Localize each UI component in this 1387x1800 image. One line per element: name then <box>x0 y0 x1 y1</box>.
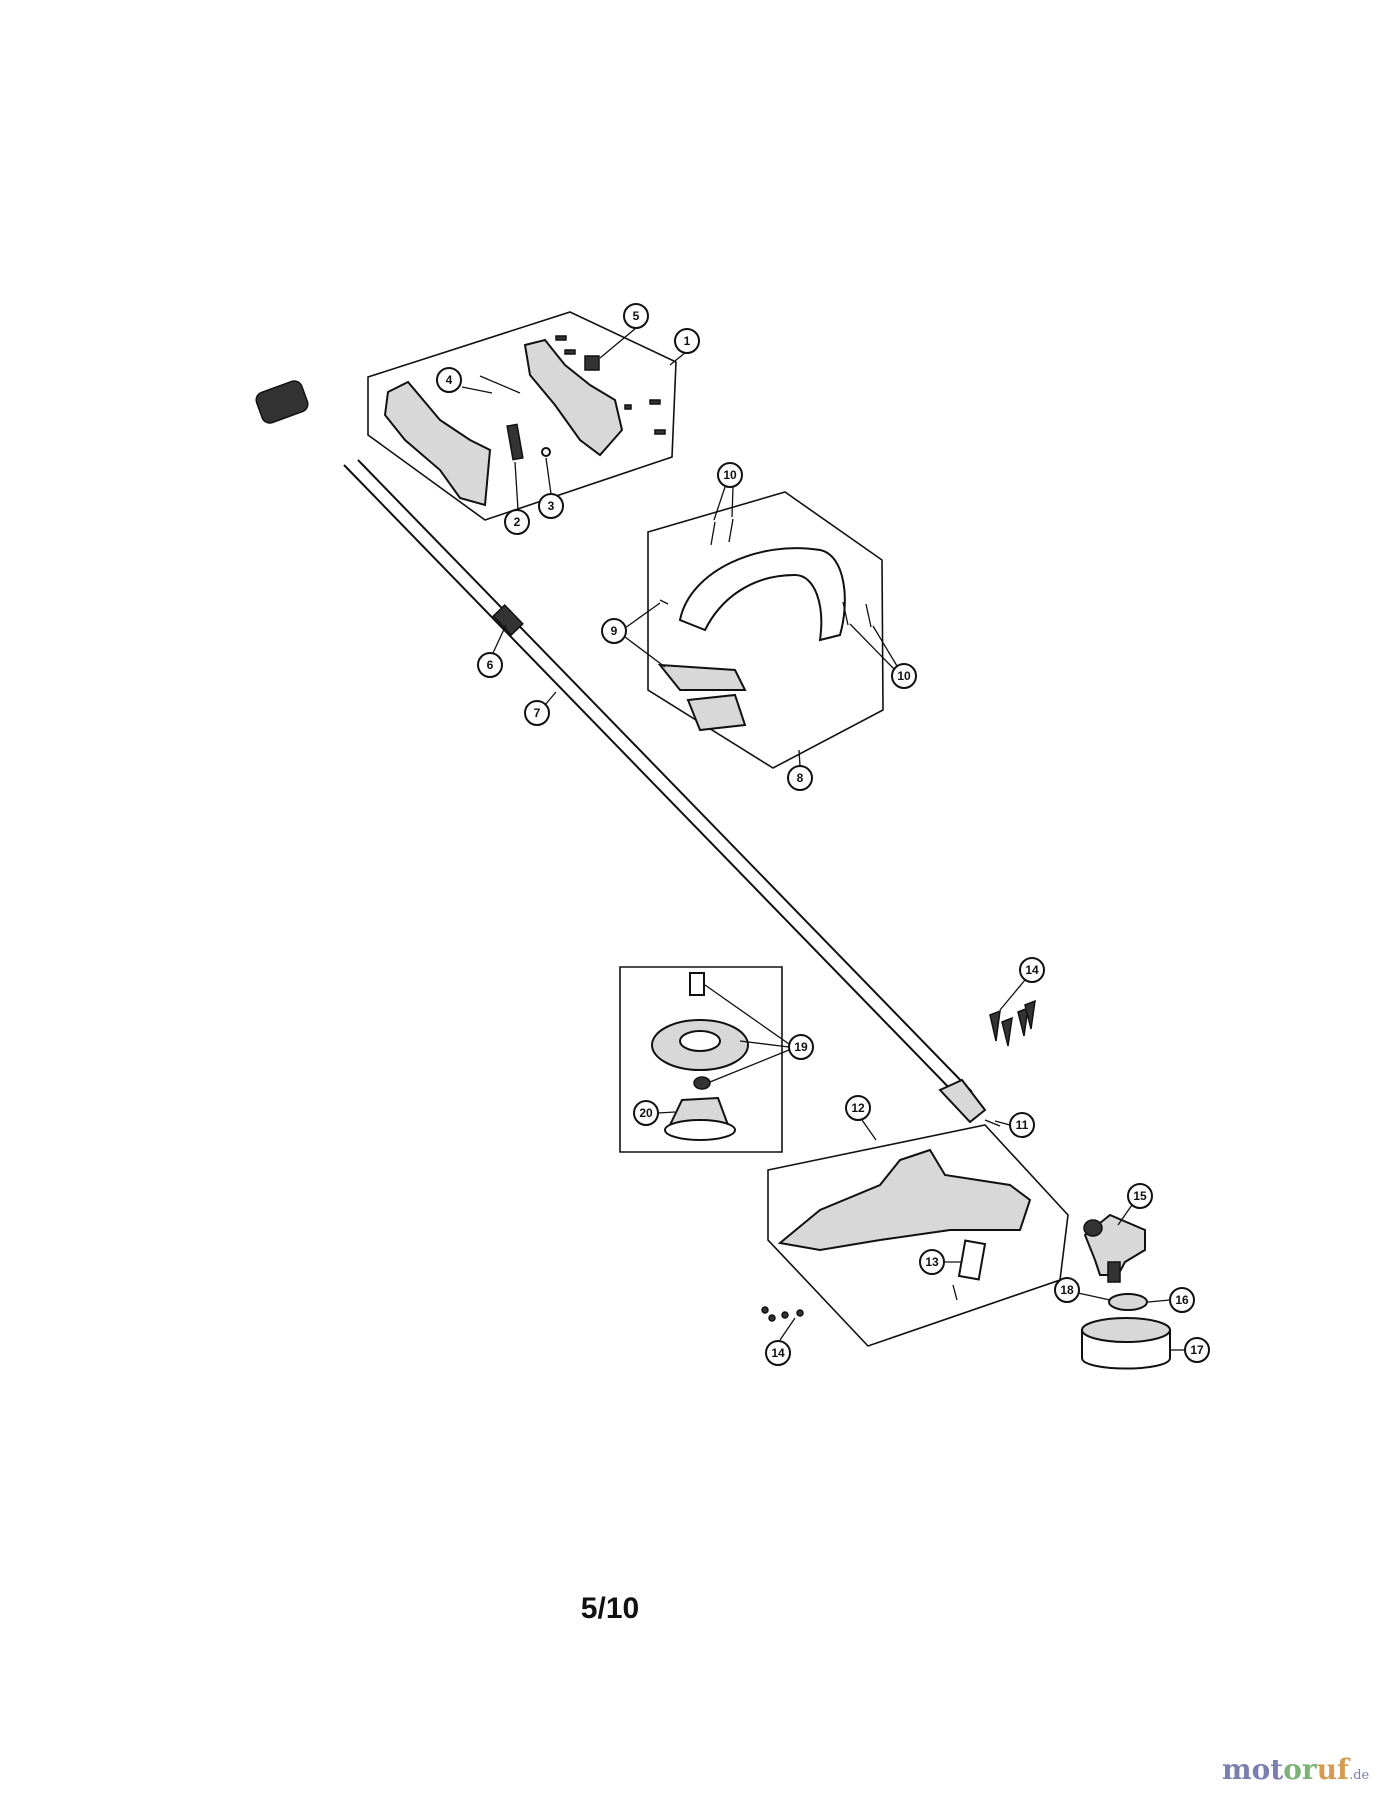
callout-19: 19 <box>704 984 814 1083</box>
svg-text:15: 15 <box>1133 1189 1147 1203</box>
guard-body <box>777 1148 1032 1252</box>
housing-left-half <box>383 380 492 507</box>
callout-10-upper: 10 <box>713 462 743 521</box>
callout-3: 3 <box>538 457 564 519</box>
handle-clamp-upper <box>657 663 747 691</box>
callout-16: 16 <box>1147 1287 1195 1313</box>
assist-handle-loop <box>678 547 846 642</box>
screws-housing <box>555 335 666 435</box>
page-number: 5/10 <box>580 1592 640 1625</box>
svg-text:4: 4 <box>446 373 453 387</box>
svg-text:9: 9 <box>611 624 618 638</box>
spool-nut <box>693 1076 711 1090</box>
lever-part <box>506 423 524 461</box>
watermark-part1: mot <box>1222 1753 1284 1786</box>
callout-18: 18 <box>1054 1277 1111 1303</box>
screws-upper-14 <box>989 999 1036 1047</box>
svg-text:18: 18 <box>1060 1283 1074 1297</box>
callout-1: 1 <box>669 328 700 366</box>
watermark-part3: uf <box>1316 1753 1350 1786</box>
handle-clamp-lower <box>686 693 747 732</box>
svg-text:3: 3 <box>548 499 555 513</box>
svg-text:2: 2 <box>514 515 521 529</box>
svg-text:17: 17 <box>1190 1343 1204 1357</box>
svg-text:12: 12 <box>851 1101 865 1115</box>
svg-text:5: 5 <box>633 309 640 323</box>
callout-9: 9 <box>601 602 666 668</box>
svg-text:13: 13 <box>925 1255 939 1269</box>
svg-text:8: 8 <box>797 771 804 785</box>
svg-text:14: 14 <box>771 1346 785 1360</box>
grip-sleeve <box>255 380 309 424</box>
callout-4: 4 <box>436 367 493 394</box>
screws-handle <box>659 518 872 628</box>
svg-text:16: 16 <box>1175 1293 1189 1307</box>
shaft-bracket <box>938 1078 987 1124</box>
callout-10-lower: 10 <box>849 623 917 689</box>
callout-2: 2 <box>504 461 530 535</box>
small-spring <box>541 447 551 457</box>
svg-text:14: 14 <box>1025 963 1039 977</box>
panel-spool-parts <box>619 966 783 1153</box>
svg-text:11: 11 <box>1016 1118 1029 1132</box>
svg-text:19: 19 <box>794 1040 808 1054</box>
callout-14-lower: 14 <box>765 1317 796 1366</box>
guard-screw <box>952 1284 958 1301</box>
callout-20: 20 <box>633 1100 676 1126</box>
shaft-collar <box>492 604 524 636</box>
housing-right-half <box>523 338 624 457</box>
watermark-tld: .de <box>1349 1768 1370 1783</box>
watermark-part2: or <box>1283 1753 1317 1786</box>
screws-lower-14 <box>761 1306 804 1322</box>
callout-12: 12 <box>845 1095 877 1141</box>
callout-8: 8 <box>787 749 813 791</box>
panel-handle-housing <box>367 311 677 521</box>
callout-14-upper: 14 <box>999 957 1045 1011</box>
callout-7: 7 <box>524 691 557 726</box>
svg-text:6: 6 <box>487 658 494 672</box>
svg-text:10: 10 <box>897 669 911 683</box>
main-shaft <box>343 459 973 1098</box>
switch-part <box>584 355 600 371</box>
callout-15: 15 <box>1117 1183 1153 1226</box>
callout-6: 6 <box>477 624 507 678</box>
callout-13: 13 <box>919 1249 962 1275</box>
svg-text:7: 7 <box>534 706 541 720</box>
spool-bolt <box>689 972 705 996</box>
washer <box>1108 1293 1148 1311</box>
guard-blade-label <box>957 1239 987 1281</box>
spring-part <box>479 375 521 394</box>
callout-5: 5 <box>599 303 649 359</box>
svg-text:10: 10 <box>723 468 737 482</box>
callout-17: 17 <box>1170 1337 1210 1363</box>
watermark-logo: motoruf.de <box>1222 1753 1369 1786</box>
svg-text:1: 1 <box>684 334 691 348</box>
panel-assist-handle <box>647 491 884 769</box>
svg-text:20: 20 <box>639 1106 653 1120</box>
callout-11: 11 <box>994 1112 1035 1138</box>
